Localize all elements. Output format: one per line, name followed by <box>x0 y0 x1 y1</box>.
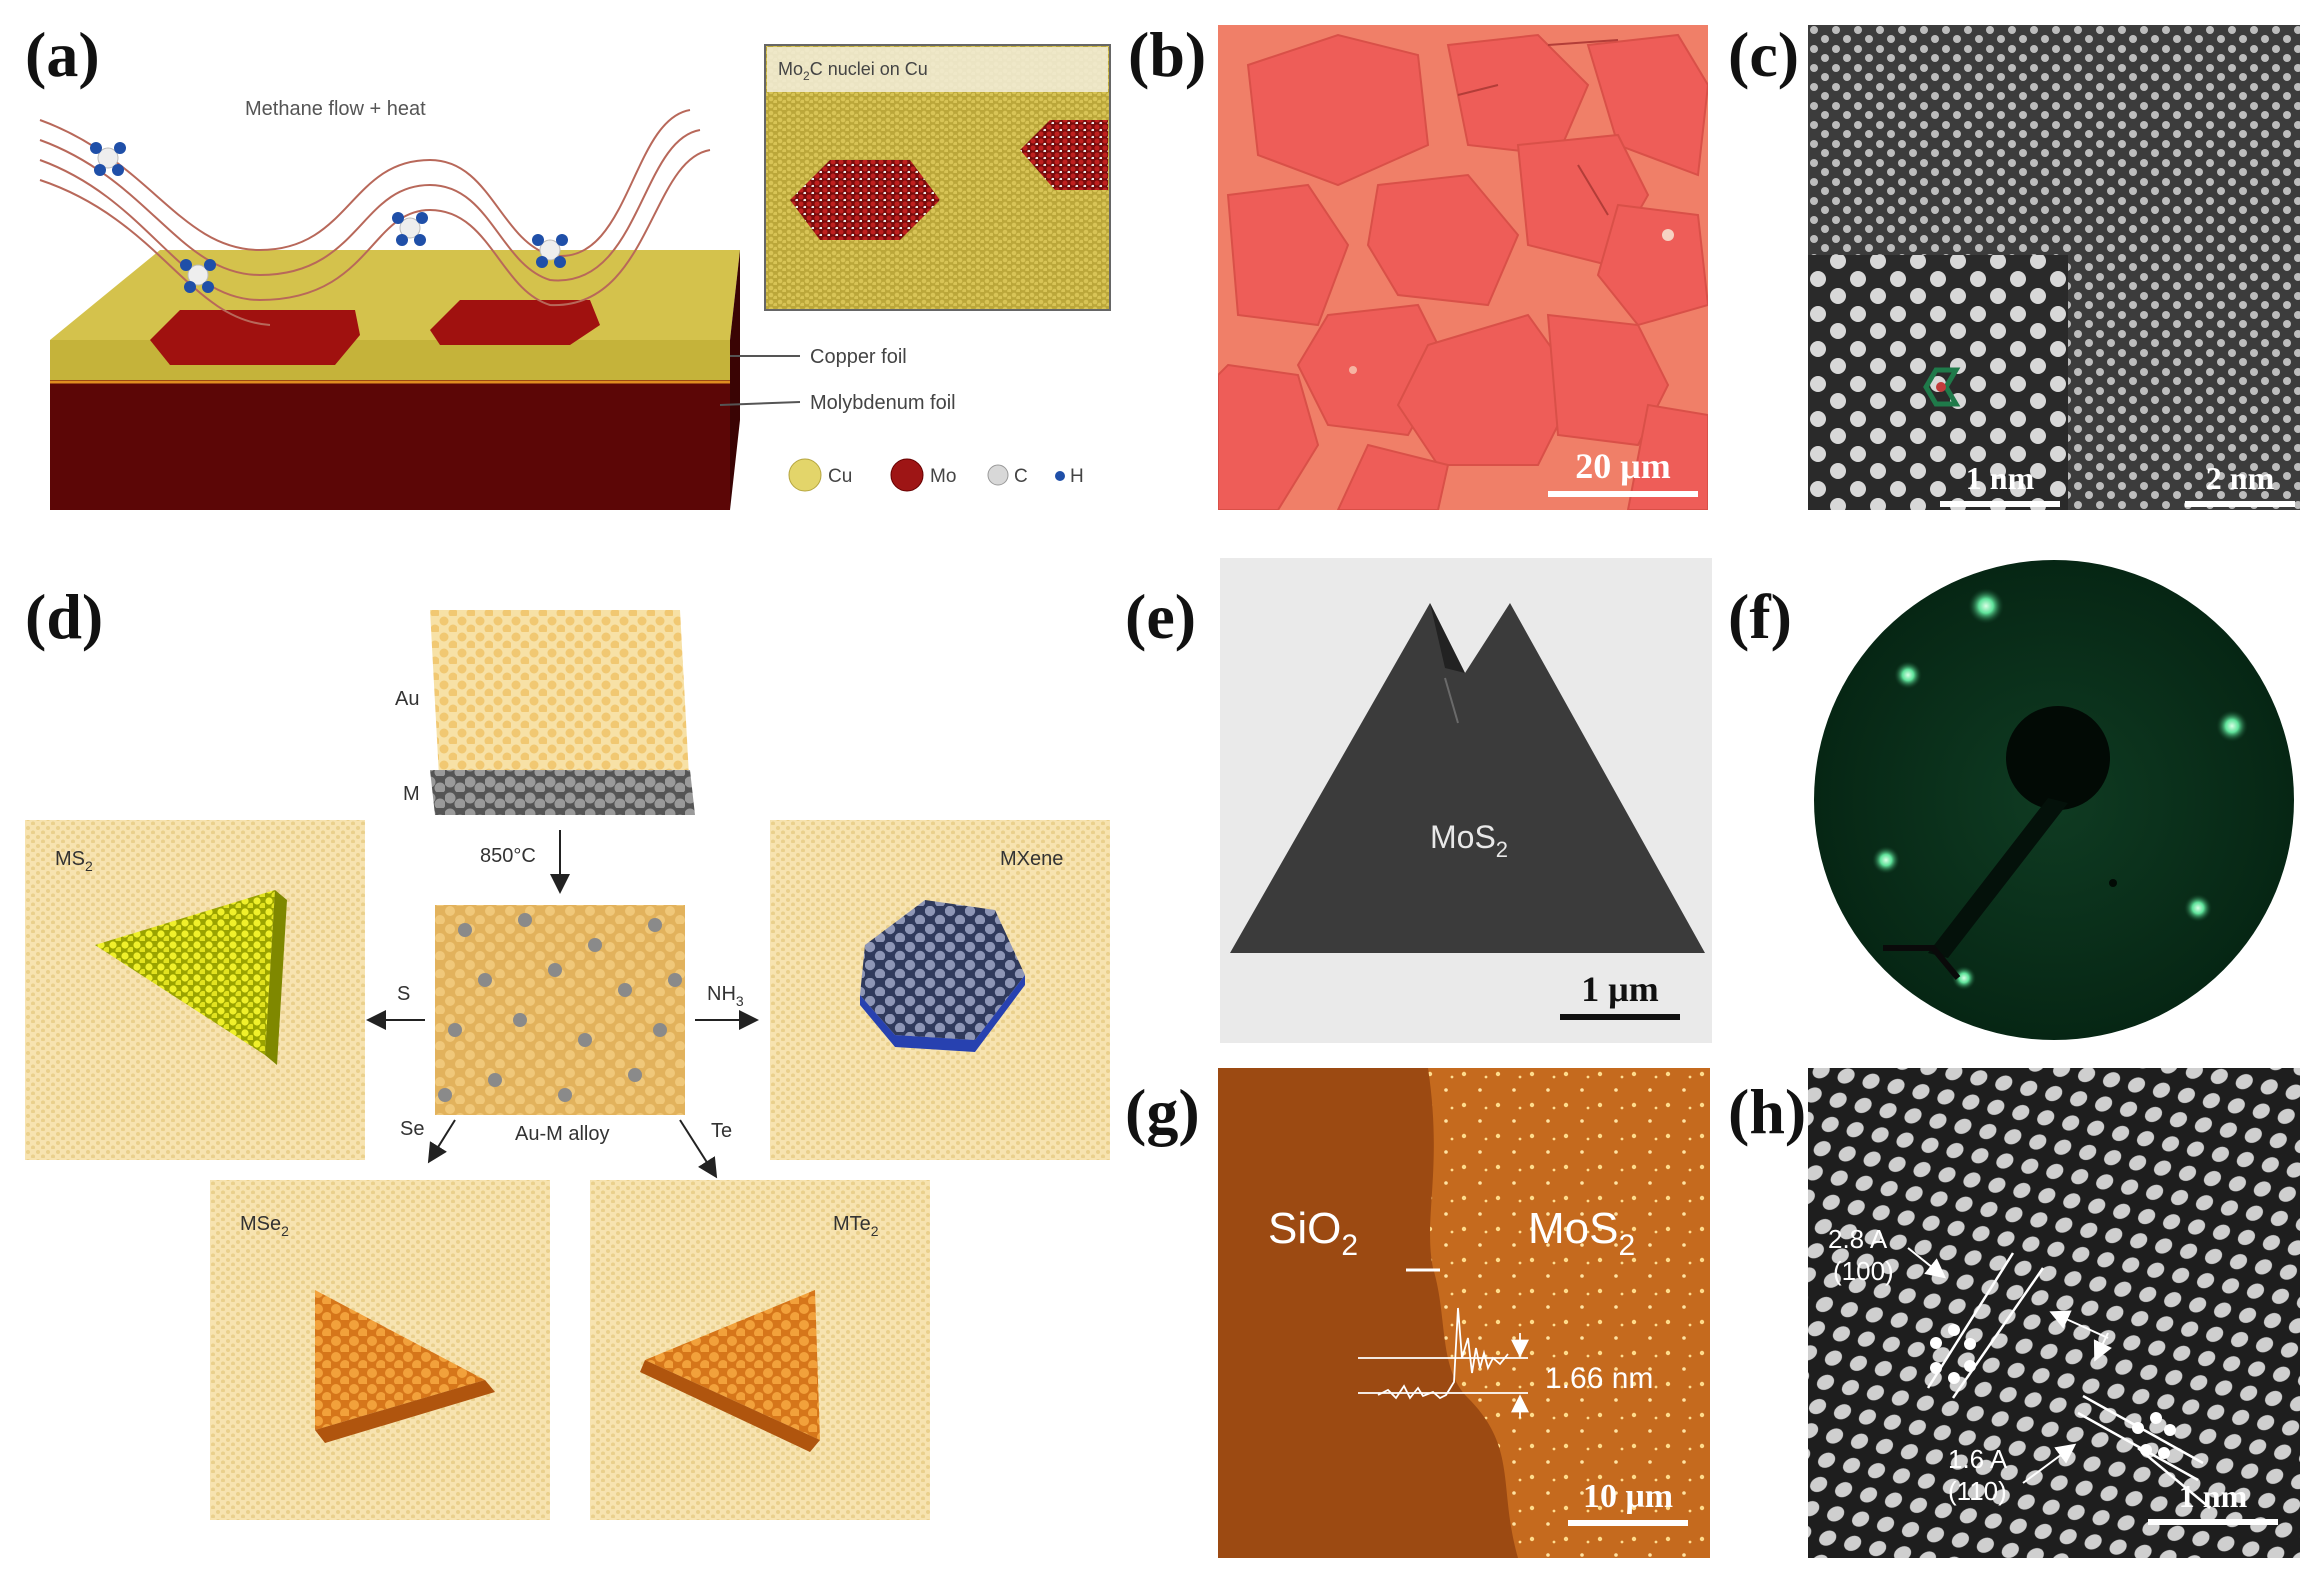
electron-gun-shadow <box>1883 706 2117 980</box>
panel-g-letter: (g) <box>1125 1076 1200 1147</box>
panel-d-schematic: Au M 850°C Au-M alloy S NH3 Se Te MS2 MX… <box>25 610 1110 1520</box>
spacing-110-label: 1.6 A <box>1948 1444 2008 1474</box>
svg-text:Cu: Cu <box>828 466 852 487</box>
panel-c-inset-scale-bar: 1 nm <box>1940 460 2060 507</box>
panel-f-letter: (f) <box>1728 581 1792 652</box>
inset-hexagon-right <box>1020 120 1108 190</box>
methane-molecule-3 <box>392 212 428 246</box>
lattice-spacing-lines <box>1926 1252 2211 1509</box>
panel-b-optical-image <box>1218 25 1708 510</box>
copper-foil-label: Copper foil <box>810 346 907 368</box>
inset-hexagon-large <box>790 160 940 240</box>
selenium-label: Se <box>400 1118 424 1140</box>
inset-title: Mo2C nuclei on Cu <box>778 59 928 83</box>
spacing-100-label: 2.8 A <box>1828 1224 1888 1254</box>
alloy-label: Au-M alloy <box>515 1123 609 1145</box>
panel-c-stem-image <box>1808 25 2300 510</box>
sulfur-label: S <box>397 983 410 1005</box>
sio2-label: SiO2 <box>1268 1204 1358 1262</box>
panel-f-leed-pattern <box>1808 558 2300 1043</box>
panel-b-scale-bar: 20 μm <box>1548 445 1698 497</box>
nh3-label: NH3 <box>707 983 744 1009</box>
panel-b-letter: (b) <box>1128 19 1207 90</box>
atom-markers <box>1930 1324 2176 1459</box>
hexagon-overlay <box>1923 367 1961 407</box>
methane-flow-lines <box>39 109 711 326</box>
mo2c-inset: Mo2C nuclei on Cu <box>764 44 1111 311</box>
panel-h-letter: (h) <box>1728 1076 1807 1147</box>
methane-molecule-4 <box>532 234 568 268</box>
ms2-panel: MS2 <box>25 820 365 1160</box>
mxene-label: MXene <box>1000 848 1063 870</box>
svg-text:C: C <box>1014 466 1028 487</box>
panel-g-scale-bar: 10 μm <box>1568 1478 1688 1526</box>
copper-foil-front <box>50 340 730 380</box>
panel-g-afm-image: SiO2 MoS2 1.66 nm <box>1218 1068 1710 1558</box>
mte2-label: MTe2 <box>833 1213 879 1239</box>
panel-d-letter: (d) <box>25 581 104 652</box>
au-m-alloy-slab <box>435 905 685 1115</box>
mte2-panel: MTe2 <box>590 1180 930 1520</box>
atom-legend: Cu Mo C H <box>788 458 1084 492</box>
panel-h-stem-image: 2.8 A (100) 1.6 A (110) <box>1808 1068 2300 1558</box>
mos2-label: MoS2 <box>1430 819 1508 862</box>
molybdenum-foil-label: Molybdenum foil <box>810 392 956 414</box>
panel-e-sem-image: MoS2 <box>1220 558 1712 1043</box>
mo2c-hexagon-left <box>150 310 360 365</box>
panel-a-letter: (a) <box>25 19 100 90</box>
mo2c-hexagon-right <box>430 300 600 345</box>
panel-a-schematic: Methane flow + heat Copper foil Molybden… <box>39 44 1111 510</box>
mse2-label: MSe2 <box>240 1213 289 1239</box>
diffraction-spots <box>1872 588 2248 990</box>
mxene-panel: MXene <box>770 820 1110 1160</box>
copper-foil-top <box>50 250 740 340</box>
step-height-label: 1.66 nm <box>1545 1362 1653 1395</box>
panel-c-main-scale-bar: 2 nm <box>2185 460 2295 507</box>
au-slab <box>430 610 690 795</box>
au-label: Au <box>395 688 419 710</box>
stem-inset <box>1808 255 2068 510</box>
temperature-label: 850°C <box>480 845 536 867</box>
m-label: M <box>403 783 420 805</box>
panel-c-letter: (c) <box>1728 19 1800 90</box>
panel-h-scale-bar: 1 nm <box>2148 1478 2278 1525</box>
methane-molecule-2 <box>180 259 216 293</box>
mos2-label: MoS2 <box>1528 1204 1635 1262</box>
tellurium-label: Te <box>711 1120 732 1142</box>
ms2-label: MS2 <box>55 848 93 874</box>
molybdenum-foil <box>50 380 730 510</box>
height-profile <box>1358 1307 1529 1418</box>
panel-e-letter: (e) <box>1125 581 1197 652</box>
m-layer <box>430 770 695 815</box>
svg-text:Mo: Mo <box>930 466 956 487</box>
mos2-triangle <box>1230 603 1705 953</box>
plane-100-label: (100) <box>1833 1256 1894 1286</box>
mse2-panel: MSe2 <box>210 1180 550 1520</box>
plane-110-label: (110) <box>1948 1476 2007 1506</box>
svg-text:H: H <box>1070 466 1084 487</box>
panel-e-scale-bar: 1 μm <box>1560 968 1680 1020</box>
methane-molecule-1 <box>90 142 126 176</box>
methane-flow-label: Methane flow + heat <box>245 98 426 120</box>
